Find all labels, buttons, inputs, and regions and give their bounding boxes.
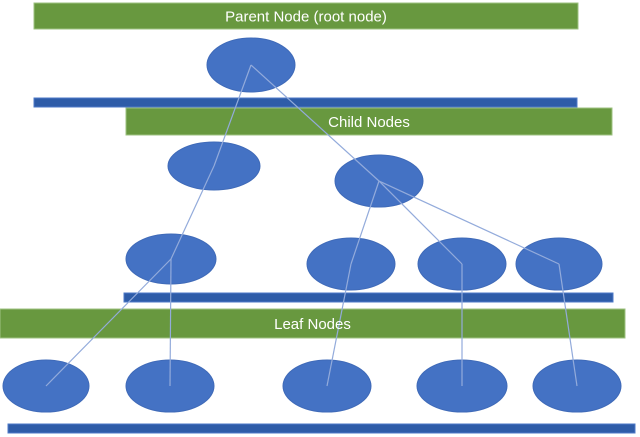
parent-banner-label: Parent Node (root node)	[225, 9, 387, 26]
divider-bars	[7, 97, 636, 434]
connector-grandchild4-leaf5	[558, 263, 578, 387]
divider-bar-bottom	[7, 423, 636, 434]
connector-child2-grandchild2	[350, 180, 380, 265]
connector-grandchild1-leaf2	[169, 258, 172, 387]
connector-child2-grandchild4	[378, 180, 560, 265]
leaf-nodes-banner	[0, 308, 626, 339]
connector-root-child1	[213, 64, 252, 167]
divider-bar-root-child	[33, 97, 578, 108]
banner-labels: Parent Node (root node) Child Nodes Leaf…	[225, 9, 410, 334]
child-banner-label: Child Nodes	[328, 114, 410, 131]
connector-child2-grandchild3	[378, 180, 463, 265]
tree-nodes	[2, 37, 622, 413]
child-nodes-banner	[125, 107, 613, 136]
connector-grandchild1-leaf1	[45, 258, 172, 387]
connectors	[45, 64, 578, 387]
connector-root-child2	[250, 64, 380, 182]
connector-grandchild2-leaf3	[326, 263, 352, 387]
divider-bar-child-leaf	[123, 292, 614, 303]
connector-child1-grandchild1	[170, 165, 215, 260]
level-banners	[0, 2, 626, 339]
parent-node-banner	[33, 2, 579, 30]
leaf-banner-label: Leaf Nodes	[274, 316, 351, 333]
